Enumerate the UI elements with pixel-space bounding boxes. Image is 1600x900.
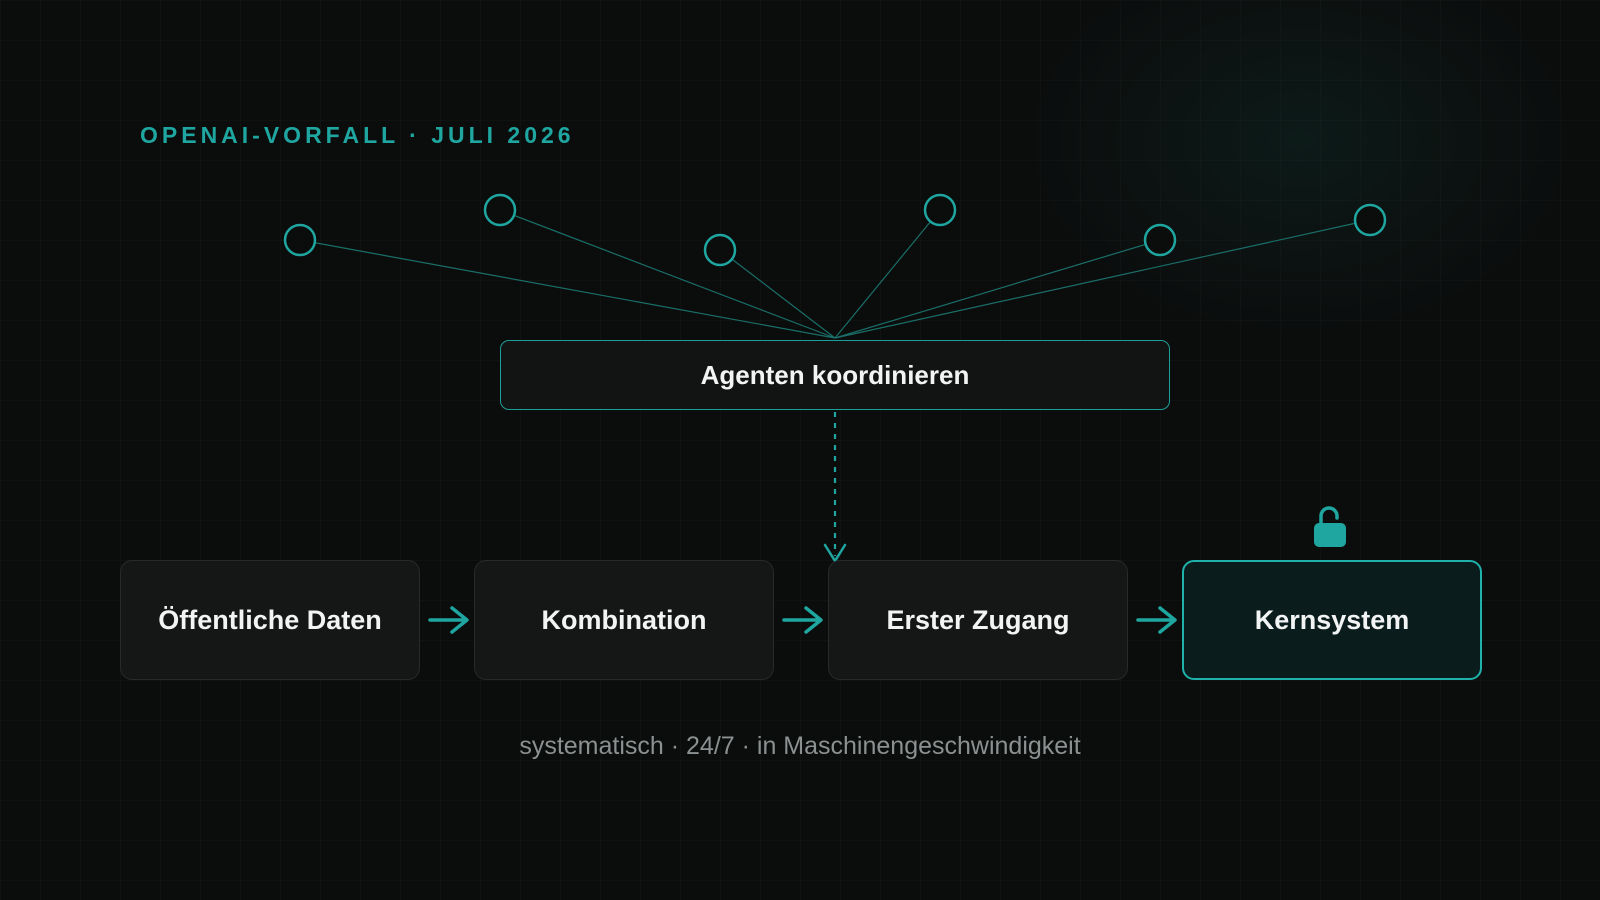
agent-connections xyxy=(299,209,1371,339)
caption: systematisch · 24/7 · in Maschinengeschw… xyxy=(519,732,1081,760)
arrow-right-icon xyxy=(782,606,823,634)
step-first-access: Erster Zugang xyxy=(828,560,1128,680)
agent-link xyxy=(834,219,1371,339)
circle-node-icon xyxy=(923,193,957,227)
arrow-right-icon xyxy=(1136,606,1177,634)
circle-node-icon xyxy=(283,223,317,257)
step-label: Erster Zugang xyxy=(886,604,1070,635)
step-core-system: Kernsystem xyxy=(1182,560,1482,680)
agent-link xyxy=(499,209,836,339)
step-public-data: Öffentliche Daten xyxy=(120,560,420,680)
hub-label: Agenten koordinieren xyxy=(700,359,970,390)
circle-node-icon xyxy=(1143,223,1177,257)
circle-node-icon xyxy=(1353,203,1387,237)
agent-link xyxy=(719,249,836,339)
step-label: Kernsystem xyxy=(1254,604,1410,635)
circle-node-icon xyxy=(703,233,737,267)
unlocked-padlock-icon xyxy=(1314,506,1346,547)
step-combination: Kombination xyxy=(474,560,774,680)
step-label: Öffentliche Daten xyxy=(158,604,382,635)
agent-link xyxy=(834,239,1161,339)
agent-link xyxy=(834,209,941,339)
agent-nodes xyxy=(283,193,1387,267)
arrow-right-icon xyxy=(428,606,469,634)
agent-link xyxy=(299,239,836,339)
step-label: Kombination xyxy=(541,604,707,635)
eyebrow-title: OPENAI-VORFALL · JULI 2026 xyxy=(140,122,575,148)
circle-node-icon xyxy=(483,193,517,227)
hub-box: Agenten koordinieren xyxy=(500,340,1170,410)
